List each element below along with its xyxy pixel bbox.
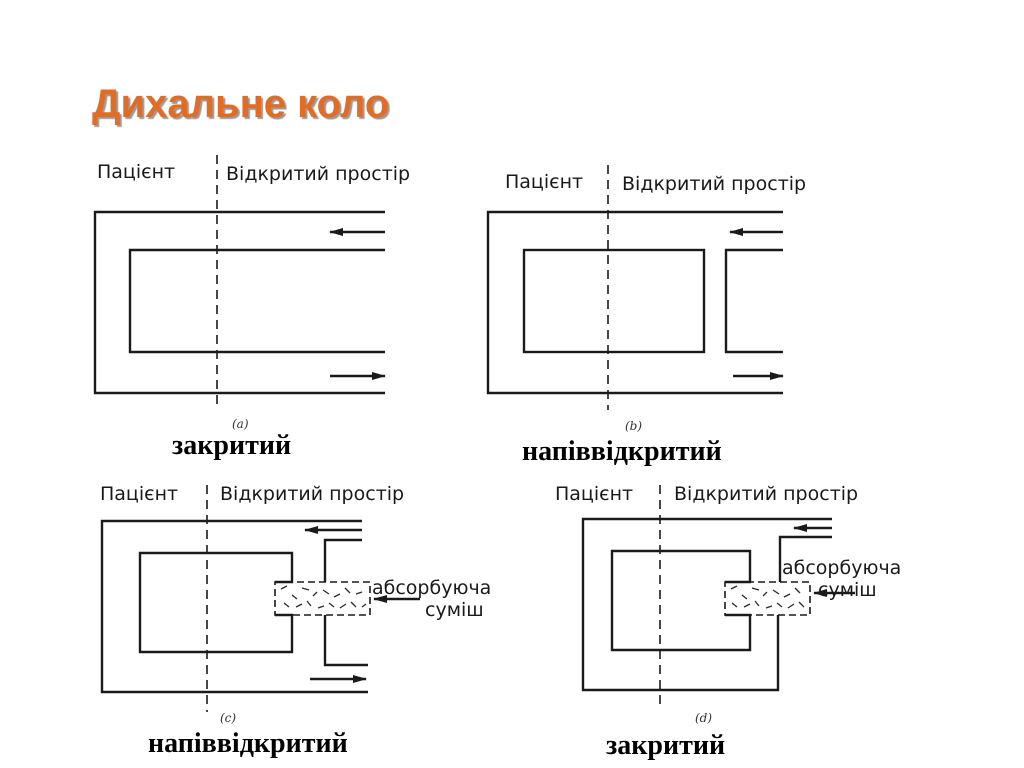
vent-lower-c: [323, 615, 368, 667]
absorbent-label-d-line1: абсорбуюча: [782, 557, 901, 579]
absorbent-canister-d: [724, 581, 811, 616]
caption-a: закритий: [172, 430, 292, 461]
open-space-label-c: Відкритий простір: [220, 483, 404, 505]
inner-loop-a: [128, 248, 385, 354]
patient-label-a: Пацієнт: [97, 161, 175, 183]
absorbent-canister-c: [274, 581, 371, 616]
panel-b: Пацієнт Відкритий простір (b): [486, 165, 806, 433]
open-space-label-d: Відкритий простір: [674, 483, 858, 505]
open-space-label-b: Відкритий простір: [622, 173, 806, 195]
inner-loop-c: [138, 551, 294, 654]
fresh-gas-inlet-d: [778, 535, 832, 582]
outer-loop-d: [581, 517, 832, 692]
patient-label-c: Пацієнт: [100, 483, 178, 505]
sublabel-b: (b): [625, 419, 642, 433]
sublabel-a: (a): [232, 417, 249, 431]
outer-loop-b: [486, 210, 783, 395]
open-space-label-a: Відкритий простір: [226, 163, 410, 185]
inner-loop-d: [610, 549, 752, 652]
absorbent-label-c-line2: суміш: [425, 599, 484, 621]
sublabel-d: (d): [695, 711, 712, 725]
absorbent-fill-d: [730, 585, 805, 609]
caption-b: напіввідкритий: [522, 436, 722, 467]
slide-title: Дихальне коло: [92, 82, 390, 126]
patient-label-b: Пацієнт: [505, 171, 583, 193]
vent-branch-b: [724, 248, 783, 354]
absorbent-fill-c: [280, 585, 367, 609]
outer-loop-a: [93, 210, 385, 395]
absorbent-label-c-line1: абсорбуюча: [372, 577, 491, 599]
panel-c: Пацієнт Відкритий простір абсорбуюча сум…: [100, 483, 491, 725]
sublabel-c: (c): [220, 711, 236, 725]
vent-upper-c: [323, 538, 362, 582]
patient-label-d: Пацієнт: [555, 483, 633, 505]
outer-loop-c: [100, 519, 368, 694]
caption-c: напіввідкритий: [148, 728, 348, 759]
panel-a: Пацієнт Відкритий простір (a): [93, 155, 410, 431]
inner-loop-b: [522, 248, 706, 354]
panel-d: Пацієнт Відкритий простір абсорбуюча сум…: [555, 483, 901, 725]
absorbent-label-d-line2: суміш: [818, 579, 877, 601]
caption-d: закритий: [606, 730, 726, 761]
